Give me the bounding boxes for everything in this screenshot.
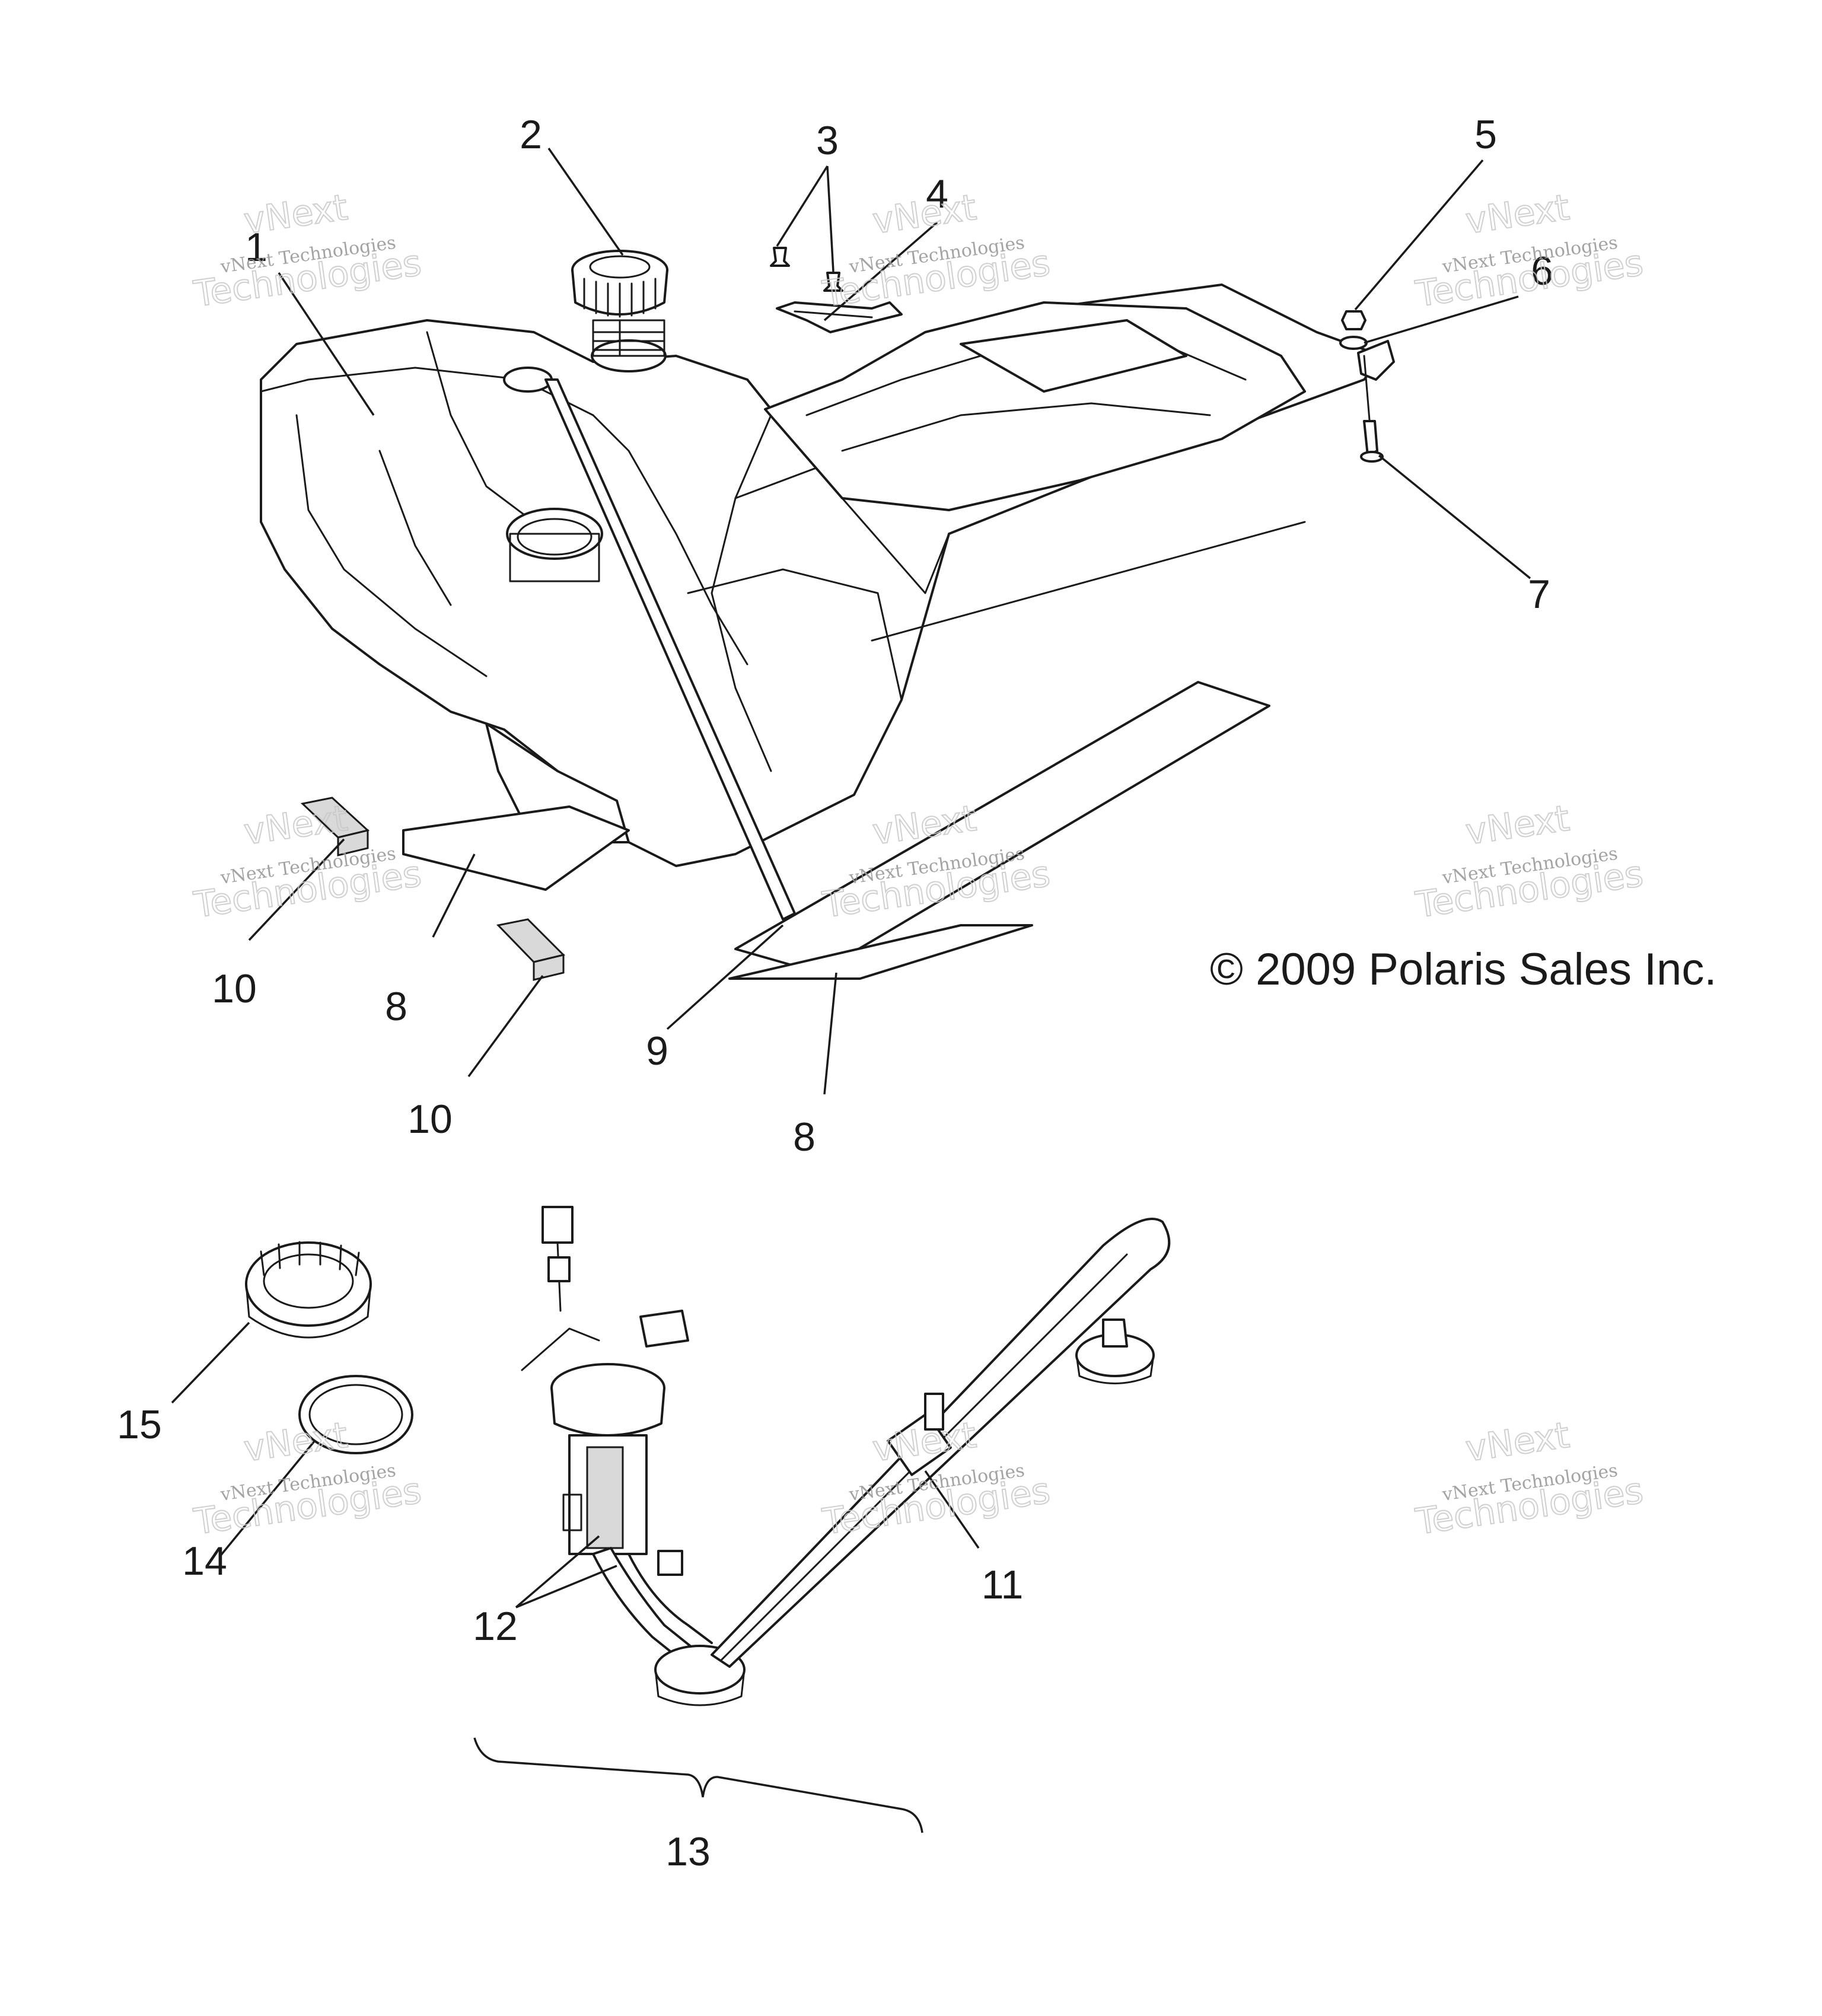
nut-washer-screw bbox=[1339, 310, 1395, 463]
watermark: vNext vNext Technologies Technologies bbox=[819, 1414, 1053, 1544]
watermark: vNext vNext Technologies Technologies bbox=[190, 797, 424, 927]
svg-text:vNext: vNext bbox=[1463, 1415, 1572, 1470]
callout-10a: 10 bbox=[212, 966, 257, 1011]
lock-ring-and-seal bbox=[245, 1241, 413, 1454]
callout-11: 11 bbox=[982, 1562, 1024, 1607]
svg-text:vNext: vNext bbox=[1463, 187, 1572, 243]
svg-text:vNext: vNext bbox=[870, 187, 979, 243]
watermark: vNext vNext Technologies Technologies bbox=[1412, 797, 1646, 927]
pads bbox=[300, 797, 565, 981]
callout-13: 13 bbox=[665, 1829, 711, 1874]
callout-9: 9 bbox=[646, 1028, 668, 1074]
callout-14: 14 bbox=[182, 1539, 227, 1584]
svg-text:vNext: vNext bbox=[241, 187, 350, 243]
callout-3: 3 bbox=[816, 118, 839, 163]
callout-1: 1 bbox=[245, 225, 267, 270]
heat-shields bbox=[402, 681, 1270, 980]
callout-10b: 10 bbox=[407, 1097, 453, 1142]
callout-8a: 8 bbox=[385, 984, 407, 1029]
svg-text:vNext: vNext bbox=[1463, 798, 1572, 853]
watermark: vNext vNext Technologies Technologies bbox=[1412, 1414, 1646, 1544]
watermark: vNext vNext Technologies Technologies bbox=[190, 186, 424, 316]
callout-2: 2 bbox=[520, 112, 542, 157]
push-rivets bbox=[770, 247, 843, 292]
vent-tube bbox=[544, 378, 796, 921]
svg-text:vNext: vNext bbox=[870, 1415, 979, 1470]
fuel-tank bbox=[260, 284, 1383, 867]
fuel-cap bbox=[571, 250, 668, 357]
leader-lines bbox=[171, 148, 1531, 1609]
callout-8b: 8 bbox=[793, 1114, 816, 1160]
callout-4: 4 bbox=[926, 171, 948, 216]
fuel-pump-assembly bbox=[473, 1206, 1171, 1833]
callout-labels: 1 2 3 4 5 6 7 8 8 9 10 10 11 12 13 14 15 bbox=[117, 112, 1553, 1874]
watermark: vNext vNext Technologies Technologies bbox=[1412, 186, 1646, 316]
watermark: vNext vNext Technologies Technologies bbox=[819, 186, 1053, 316]
callout-12: 12 bbox=[473, 1604, 518, 1649]
callout-5: 5 bbox=[1474, 112, 1497, 157]
svg-text:vNext: vNext bbox=[241, 798, 350, 853]
callout-15: 15 bbox=[117, 1402, 162, 1447]
callout-7: 7 bbox=[1528, 572, 1550, 617]
svg-text:vNext: vNext bbox=[241, 1415, 350, 1470]
callout-6: 6 bbox=[1531, 249, 1553, 294]
copyright-notice: © 2009 Polaris Sales Inc. bbox=[1210, 944, 1716, 995]
bracket bbox=[776, 301, 903, 333]
